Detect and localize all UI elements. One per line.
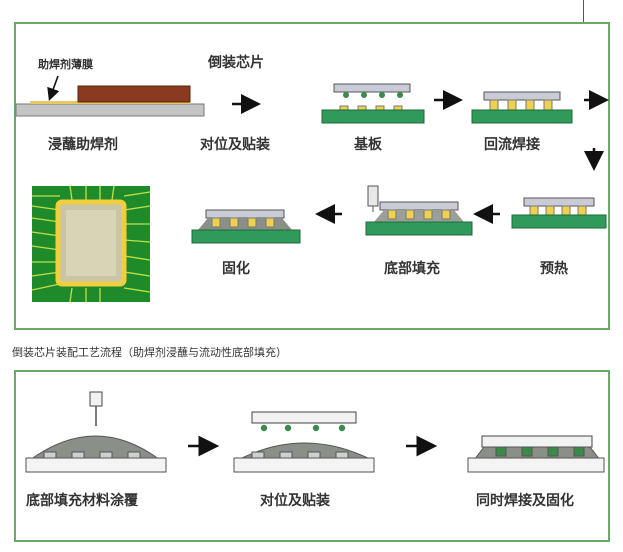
flux-film-pointer-arrow [47, 75, 60, 102]
step-reflow-graphic [471, 91, 573, 124]
label-dip-flux: 浸蘸助焊剂 [48, 137, 118, 153]
step-preheat-graphic [511, 197, 607, 229]
label-underfill: 底部填充 [384, 261, 440, 277]
label-preheat: 预热 [540, 261, 568, 277]
label-flip-chip: 倒装芯片 [208, 55, 264, 71]
label-solder-cure: 同时焊接及固化 [476, 493, 574, 509]
label-align-mount: 对位及贴装 [200, 137, 270, 153]
step-cure-graphic [191, 209, 301, 244]
step-substrate-graphic [321, 83, 425, 124]
label-align-mount-2: 对位及贴装 [260, 493, 330, 509]
label-coat-underfill: 底部填充材料涂覆 [26, 493, 138, 509]
label-substrate: 基板 [354, 137, 382, 153]
chip-photo [31, 185, 151, 303]
figure-caption: 倒装芯片装配工艺流程（助焊剂浸蘸与流动性底部填充） [12, 346, 287, 359]
edge-divider [583, 0, 584, 22]
step-coat-underfill-graphic [25, 391, 167, 473]
label-cure: 固化 [222, 261, 250, 277]
step-dip-flux-graphic [15, 75, 205, 117]
step-solder-cure-graphic [467, 435, 605, 473]
label-flux-film: 助焊剂薄膜 [38, 58, 93, 71]
step-underfill-graphic [365, 185, 473, 236]
label-reflow: 回流焊接 [484, 137, 540, 153]
step-align-mount-2-graphic [233, 411, 375, 473]
